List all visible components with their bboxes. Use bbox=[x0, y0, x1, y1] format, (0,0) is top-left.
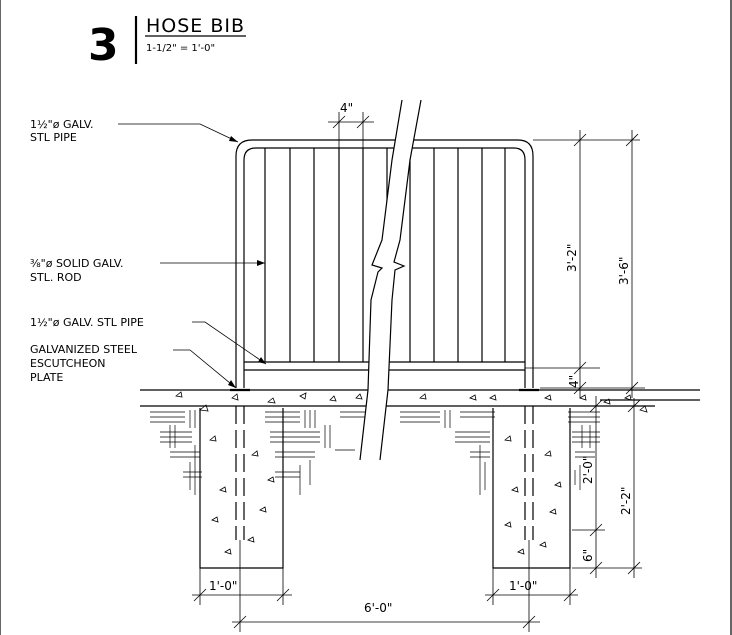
plate-label-line2: ESCUTCHEON bbox=[30, 357, 106, 370]
post-spacing-text: 6'-0" bbox=[364, 601, 392, 615]
rail-clearance-text: 4" bbox=[567, 375, 581, 388]
embedded-pipes bbox=[235, 406, 534, 540]
break-line bbox=[359, 99, 422, 461]
footing-width-right-text: 1'-0" bbox=[509, 579, 537, 593]
leader-lines bbox=[118, 123, 267, 389]
total-height-text: 3'-6" bbox=[617, 257, 631, 285]
detail-scale: 1-1/2" = 1'-0" bbox=[146, 43, 215, 54]
footing-dimensions: 2'-0" 6" 2'-2" bbox=[572, 396, 642, 578]
detail-title: 3 HOSE BIB 1-1/2" = 1'-0" bbox=[88, 15, 246, 71]
width-dimensions: 1'-0" 1'-0" 6'-0" bbox=[192, 540, 578, 632]
rod-label-line2: STL. ROD bbox=[30, 271, 82, 284]
footing-right bbox=[492, 408, 571, 569]
rod-spacing-text: 4" bbox=[340, 101, 353, 115]
footing-total-text: 2'-2" bbox=[619, 487, 633, 515]
bottom-pipe-label: 1½"ø GALV. STL PIPE bbox=[30, 316, 144, 329]
callouts: 1½"ø GALV. STL PIPE ⅜"ø SOLID GALV. STL.… bbox=[30, 118, 144, 384]
top-pipe-label-line2: STL PIPE bbox=[30, 131, 77, 144]
rod-label-line1: ⅜"ø SOLID GALV. bbox=[30, 257, 124, 270]
earth-hatch-left bbox=[150, 410, 370, 495]
detail-name: HOSE BIB bbox=[146, 15, 245, 37]
ground-slab bbox=[140, 389, 700, 413]
plate-label-line1: GALVANIZED STEEL bbox=[30, 343, 138, 356]
plate-label-line3: PLATE bbox=[30, 371, 63, 384]
footing-left bbox=[199, 408, 284, 569]
detail-number: 3 bbox=[88, 20, 119, 71]
earth-hatch-right bbox=[400, 410, 600, 495]
rods bbox=[264, 148, 506, 362]
footing-base-text: 6" bbox=[581, 549, 595, 562]
height-dimensions: 3'-2" 4" 3'-6" bbox=[525, 130, 645, 398]
rod-spacing-dimension: 4" bbox=[328, 101, 374, 148]
footing-width-left-text: 1'-0" bbox=[209, 579, 237, 593]
top-pipe-label-line1: 1½"ø GALV. bbox=[30, 118, 94, 131]
rail-height-text: 3'-2" bbox=[565, 244, 579, 272]
footing-depth-text: 2'-0" bbox=[581, 456, 595, 484]
